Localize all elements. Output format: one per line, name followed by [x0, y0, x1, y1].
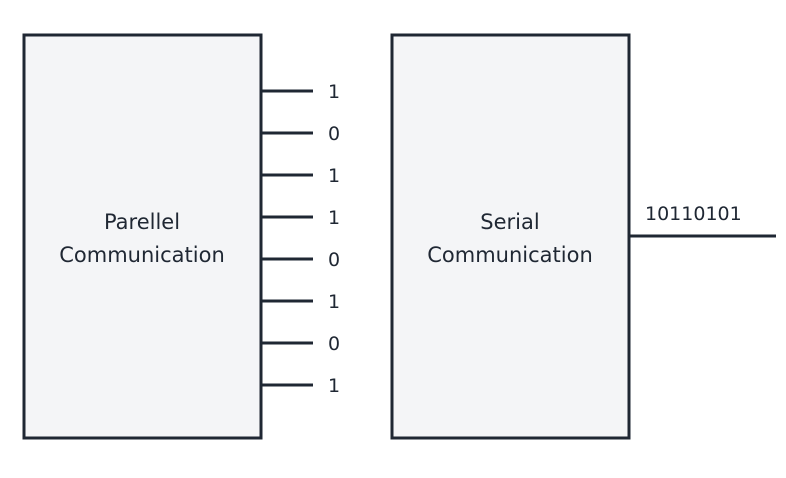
serial-box — [390, 33, 631, 440]
parallel-label-line1: Parellel — [104, 210, 180, 234]
parallel-bit-label-1: 1 — [328, 81, 340, 103]
parallel-bit-label-6: 1 — [328, 291, 340, 313]
parallel-block: Parellel Communication 1 0 1 1 0 1 0 1 — [22, 33, 340, 440]
parallel-bit-label-4: 1 — [328, 207, 340, 229]
parallel-box — [22, 33, 263, 440]
serial-label-line2: Communication — [427, 243, 593, 267]
parallel-label-line2: Communication — [59, 243, 225, 267]
parallel-bit-label-5: 0 — [328, 249, 340, 271]
parallel-bit-label-8: 1 — [328, 375, 340, 397]
parallel-bit-label-7: 0 — [328, 333, 340, 355]
serial-block: Serial Communication 10110101 — [390, 33, 776, 440]
parallel-wires: 1 0 1 1 0 1 0 1 — [261, 81, 340, 397]
parallel-bit-label-3: 1 — [328, 165, 340, 187]
serial-stream-label: 10110101 — [645, 203, 742, 225]
serial-label-line1: Serial — [480, 210, 539, 234]
parallel-bit-label-2: 0 — [328, 123, 340, 145]
